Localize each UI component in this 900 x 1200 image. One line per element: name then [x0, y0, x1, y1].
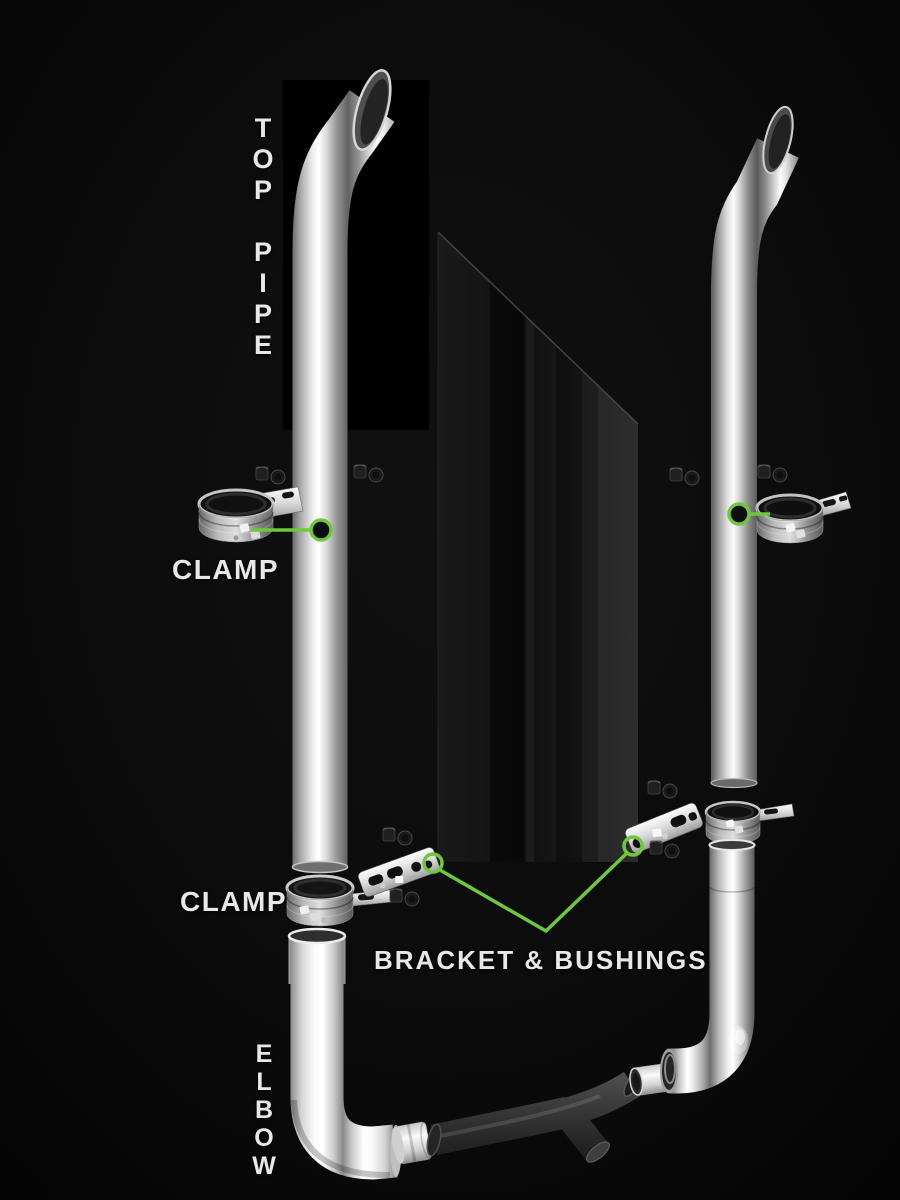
elbow-right-outlet-opening — [660, 1048, 678, 1094]
callout-line-bracket-bushings — [439, 851, 629, 934]
clamp-lower-left — [285, 874, 393, 927]
elbow-left — [287, 927, 402, 1180]
top-pipe-left-bottom-cut — [291, 860, 349, 874]
callouts — [251, 502, 770, 934]
top-pipe-left — [291, 69, 395, 874]
label-top-pipe: TOP PIPE — [248, 113, 278, 361]
top-pipe-right — [710, 105, 799, 789]
top-pipe-right-opening — [762, 105, 794, 175]
label-clamp-upper: CLAMP — [172, 554, 280, 585]
clamp-upper-left — [197, 486, 304, 543]
label-clamp-lower: CLAMP — [180, 886, 288, 917]
y-pipe — [426, 1068, 643, 1163]
bracket-lower-left — [358, 847, 440, 897]
reflective-panel — [437, 231, 639, 862]
label-elbow: ELBOW — [250, 1040, 278, 1180]
callout-marker-bracket-left — [422, 852, 444, 874]
callout-marker-clamp-upper-left — [309, 518, 333, 542]
label-bracket-bushings: BRACKET & BUSHINGS — [374, 945, 708, 975]
bracket-lower-right — [625, 802, 703, 854]
callout-marker-clamp-upper-right — [727, 502, 751, 526]
elbow-left-inlet-opening — [287, 927, 347, 945]
clamp-lower-right — [704, 800, 795, 845]
elbow-right — [660, 839, 756, 1094]
top-pipe-right-bottom-cut — [710, 777, 758, 789]
callout-marker-bracket-right — [622, 835, 644, 857]
clamp-upper-right — [755, 491, 852, 544]
top-pipe-left-opening — [352, 69, 392, 151]
right-pipe-top-opening — [708, 839, 756, 851]
